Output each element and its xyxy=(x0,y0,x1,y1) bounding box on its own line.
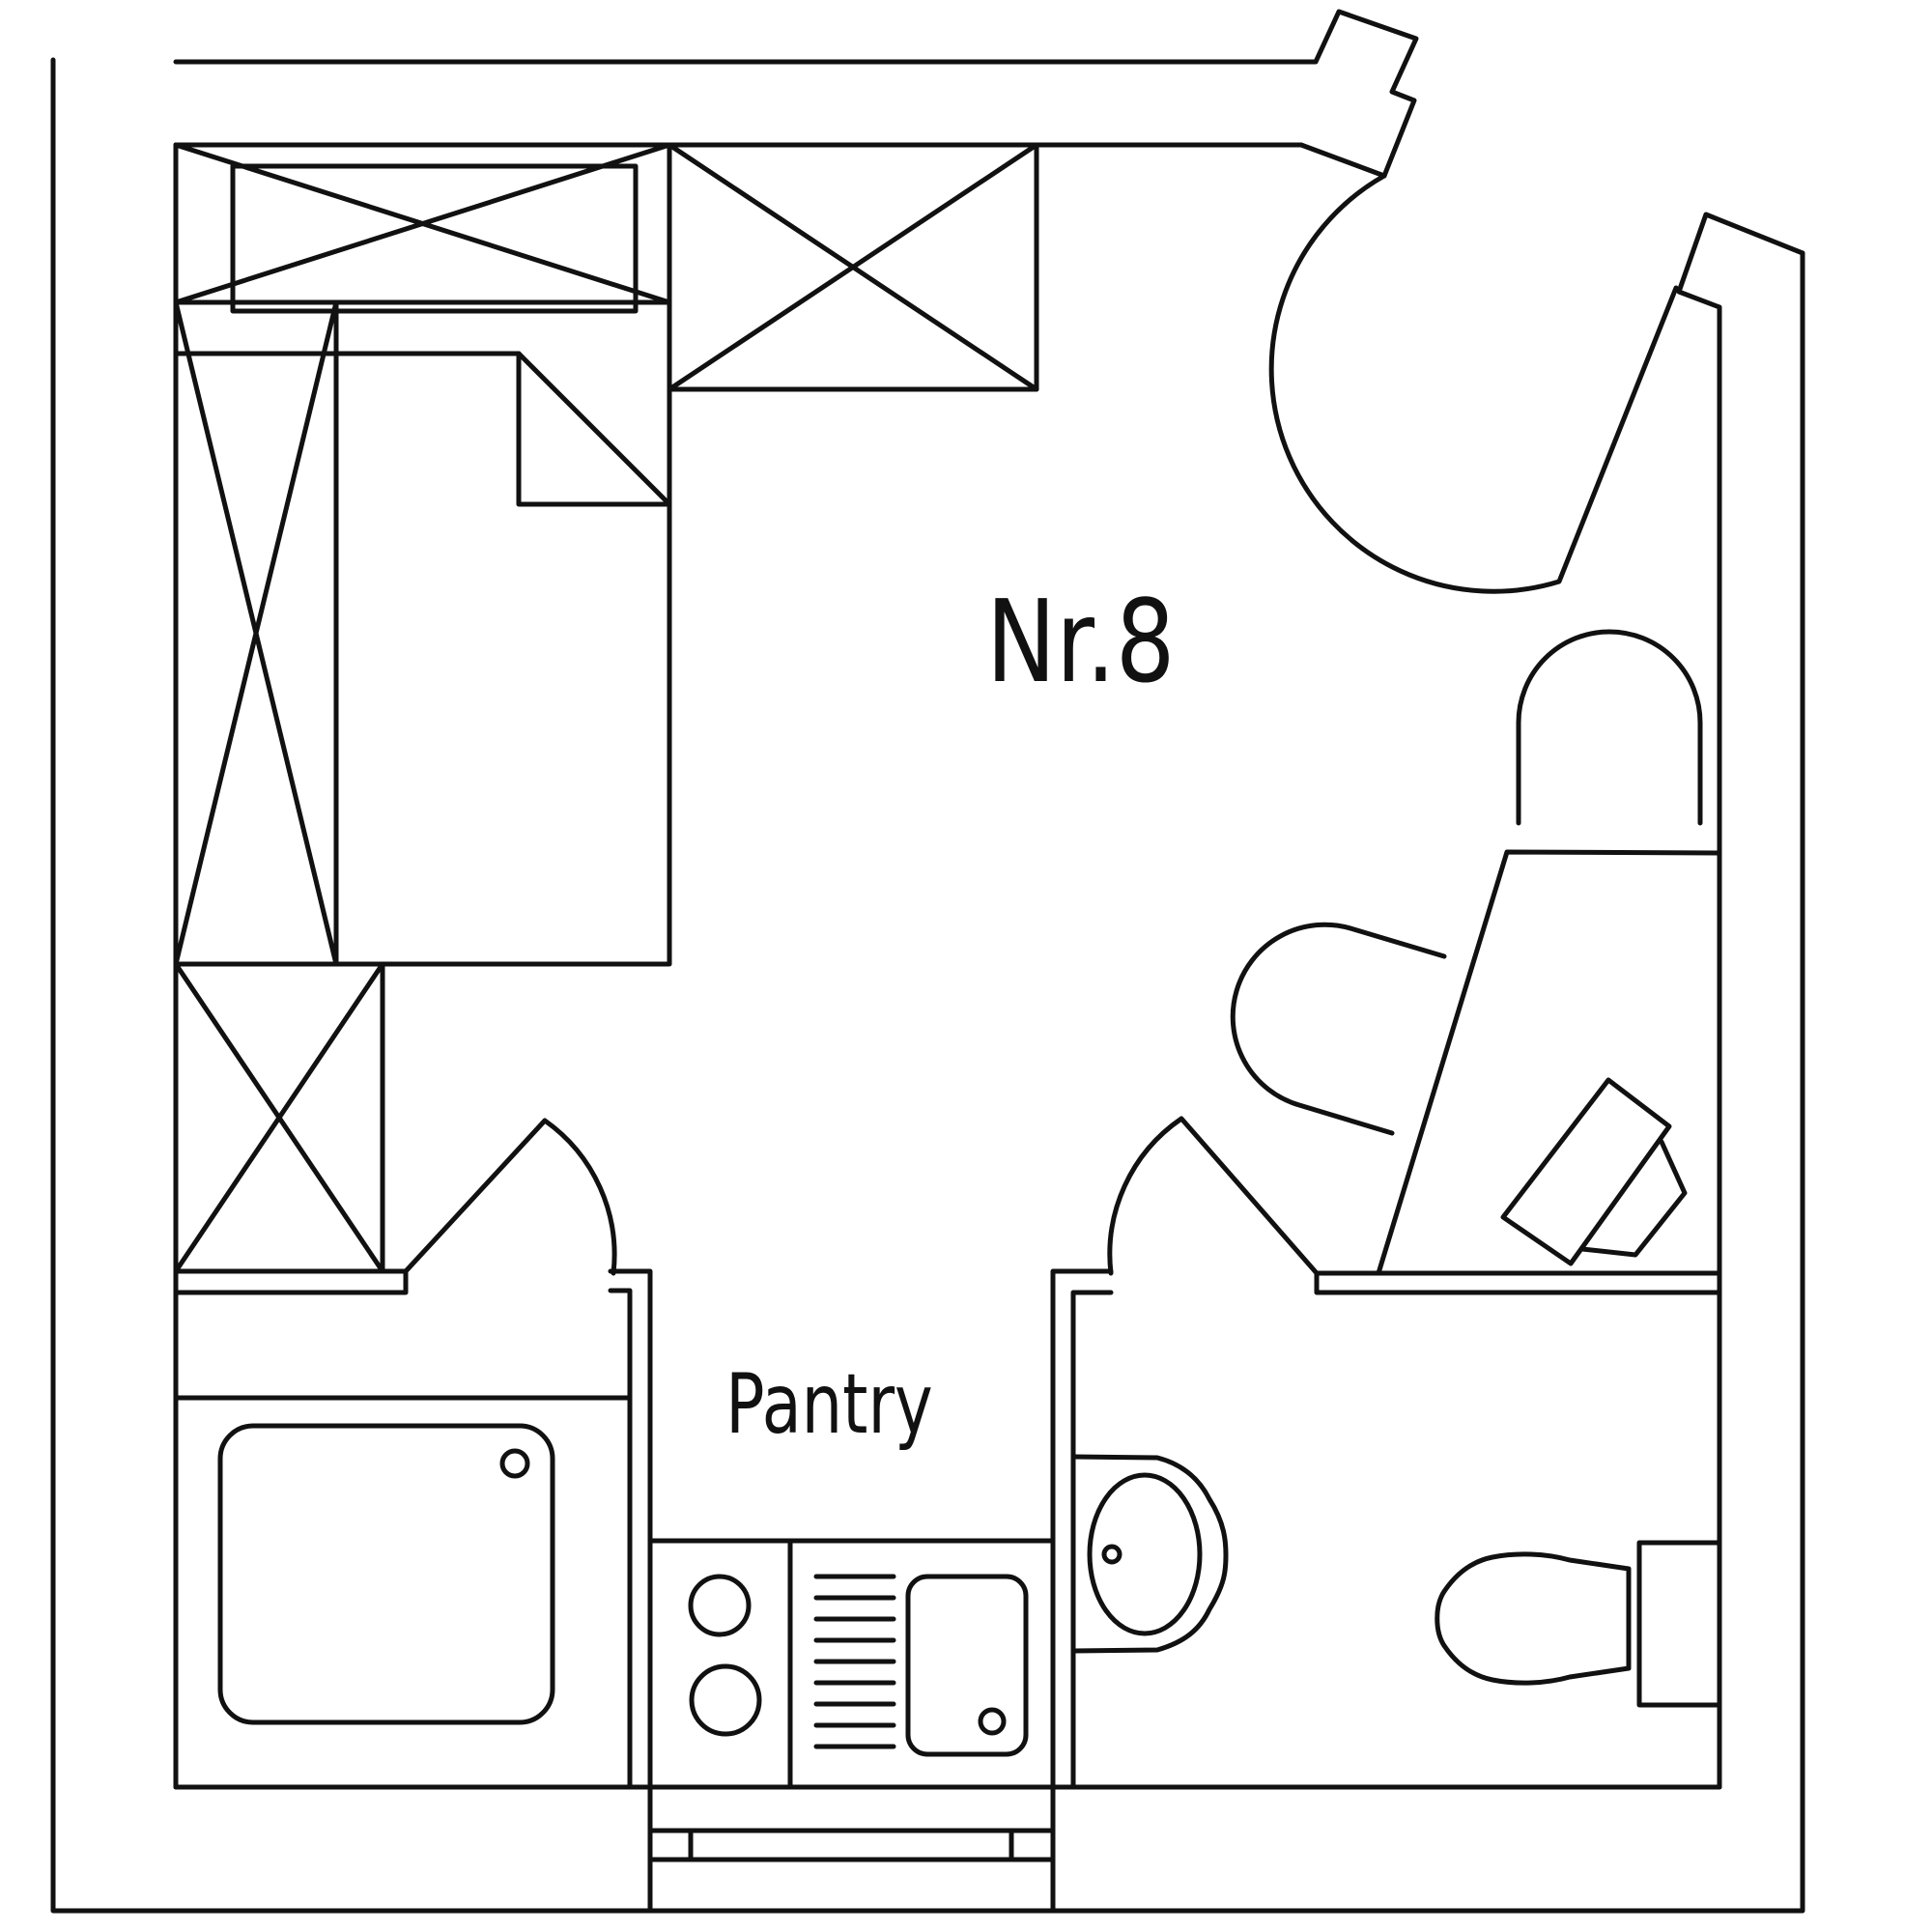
toilet xyxy=(1435,1540,1722,1708)
bed xyxy=(173,299,672,967)
desk-area xyxy=(1230,629,1722,1276)
drainboard xyxy=(813,1574,896,1749)
entrance-door-swing xyxy=(1268,173,1679,594)
stove-burner-icon xyxy=(689,1663,762,1737)
outer-walls xyxy=(50,9,1805,1914)
pantry-door-swing xyxy=(403,1118,617,1276)
room-label-main: Nr.8 xyxy=(986,577,1176,709)
kitchenette xyxy=(647,1538,1056,1914)
stove-burner-icon xyxy=(688,1574,752,1637)
bathtub xyxy=(173,1395,633,1725)
side-cabinet xyxy=(173,961,385,1274)
bathroom-door-swing xyxy=(1107,1116,1320,1276)
kitchen-sink xyxy=(905,1574,1029,1757)
room-label-pantry: Pantry xyxy=(725,1356,933,1453)
washbasin xyxy=(1070,1454,1229,1654)
